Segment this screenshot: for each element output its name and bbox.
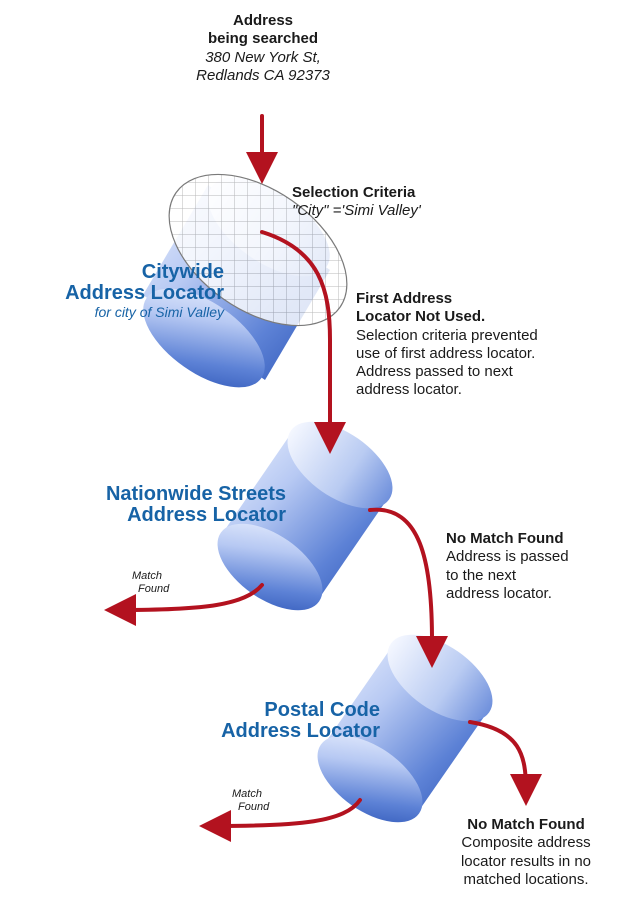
first-note-body-line1: Selection criteria prevented — [356, 326, 538, 344]
citywide-title-line2: Address Locator — [65, 282, 224, 304]
first-note-heading-line2: Locator Not Used. — [356, 308, 486, 326]
citywide-title-block: Citywide Address Locator for city of Sim… — [4, 262, 224, 321]
nationwide-title-line1: Nationwide Streets — [105, 483, 286, 505]
match-found-2-line1: Match — [232, 788, 262, 800]
address-line1: 380 New York St, — [205, 48, 321, 66]
nationwide-title-block: Nationwide Streets Address Locator — [30, 484, 286, 526]
match-found-arrow-1 — [104, 583, 264, 626]
first-note-body-line4: address locator. — [356, 381, 462, 399]
selection-criteria-block: Selection Criteria "City" ='Simi Valley' — [292, 184, 512, 221]
no-match-2-heading: No Match Found — [467, 816, 585, 833]
no-match-note-2: No Match Found Composite address locator… — [436, 816, 616, 889]
match-found-label-1: Match Found — [132, 570, 192, 597]
citywide-title-line1: Citywide — [141, 261, 224, 283]
postal-title-line2: Address Locator — [221, 720, 380, 742]
first-note-heading-line1: First Address — [356, 290, 453, 307]
postal-title-block: Postal Code Address Locator — [160, 700, 380, 742]
match-found-1-line1: Match — [132, 570, 162, 582]
no-match-2-body-line2: locator results in no — [460, 852, 592, 870]
nationwide-title-line2: Address Locator — [127, 504, 286, 526]
no-match-2-body-line1: Composite address — [461, 834, 591, 852]
no-match-note-1: No Match Found Address is passed to the … — [446, 530, 614, 603]
no-match-1-body-line2: to the next — [446, 566, 517, 584]
selection-heading: Selection Criteria — [292, 184, 416, 201]
first-locator-note: First Address Locator Not Used. Selectio… — [356, 290, 606, 400]
pass-to-postal-arrow — [368, 507, 448, 668]
address-line2: Redlands CA 92373 — [196, 66, 330, 84]
address-heading-line1: Address — [232, 12, 294, 29]
no-match-1-body-line1: Address is passed — [446, 548, 569, 566]
match-found-label-2: Match Found — [232, 788, 292, 815]
first-note-body-line3: Address passed to next — [356, 363, 513, 381]
first-note-body-line2: use of first address locator. — [356, 344, 536, 362]
citywide-subtitle: for city of Simi Valley — [94, 304, 224, 320]
pass-to-nationwide-arrow — [260, 230, 346, 454]
address-block: Address being searched 380 New York St, … — [150, 12, 376, 85]
postal-cylinder — [317, 634, 493, 823]
no-match-1-body-line3: address locator. — [446, 584, 552, 602]
postal-title-line1: Postal Code — [264, 699, 380, 721]
address-heading-line2: being searched — [207, 30, 319, 48]
match-found-2-line2: Found — [238, 801, 270, 814]
no-match-2-body-line3: matched locations. — [463, 870, 589, 888]
match-found-arrow-2 — [199, 798, 362, 842]
no-match-1-heading: No Match Found — [446, 530, 564, 547]
nationwide-cylinder — [217, 421, 393, 611]
no-match-final-arrow — [468, 720, 542, 806]
selection-expression: "City" ='Simi Valley' — [292, 202, 421, 220]
match-found-1-line2: Found — [138, 583, 170, 596]
